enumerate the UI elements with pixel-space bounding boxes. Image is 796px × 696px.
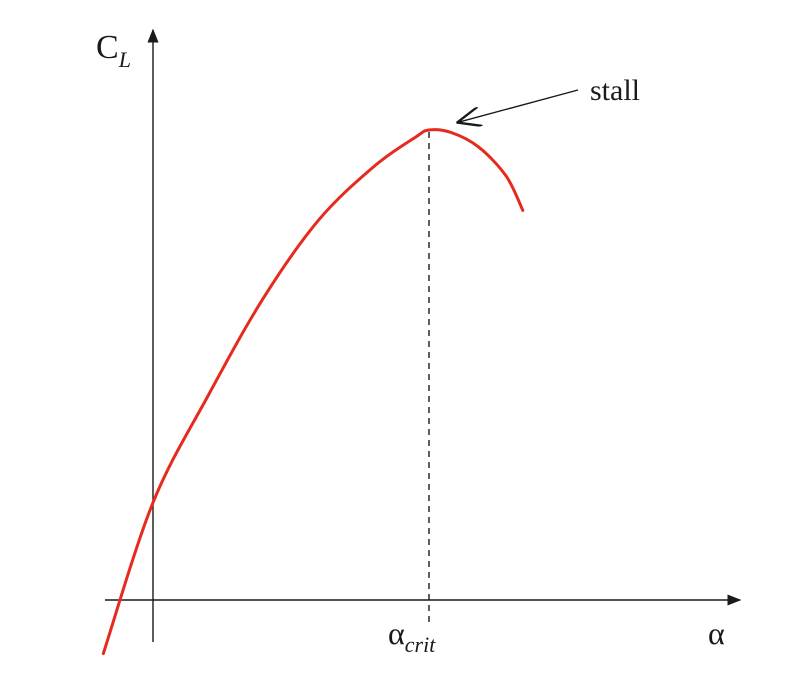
critical-angle-label: αcrit [388,615,436,657]
x-axis-label: α [708,615,725,651]
stall-arrow [459,89,579,122]
critical-angle-symbol: α [388,615,405,651]
y-axis-label-subscript: L [118,47,131,72]
y-axis-label-main: C [96,29,119,66]
critical-angle-subscript: crit [405,632,436,657]
stall-label: stall [590,74,640,107]
y-axis-label: CL [96,29,131,72]
lift-curve-line [101,128,525,656]
